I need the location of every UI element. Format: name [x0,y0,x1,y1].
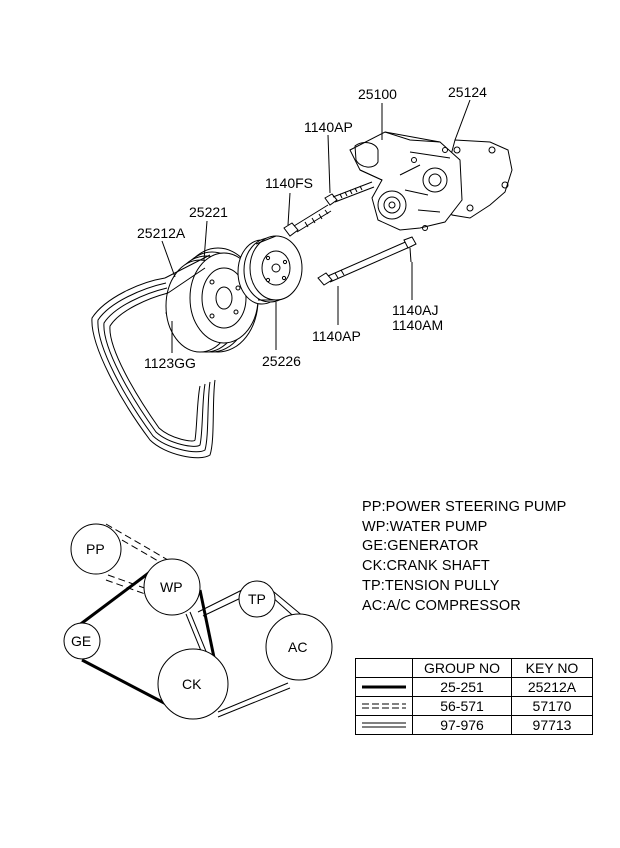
label-1140ap-bottom: 1140AP [312,328,361,344]
leader-lines [161,99,471,353]
belt-routing-schematic: PP WP GE TP AC CK [63,523,333,720]
pulley-label-ac: AC [288,639,307,655]
pulley-pp [70,523,122,575]
crank-pulley-25221 [165,247,259,353]
pulley-label-pp: PP [86,541,105,557]
legend-item: PP:POWER STEERING PUMP [362,499,567,515]
table-row: 97-976 97713 [355,715,593,735]
label-1123gg: 1123GG [144,355,196,371]
group-cell: 97-976 [412,715,512,735]
table-header-blank [355,658,413,678]
bolt-1140ap-top [324,181,375,206]
group-cell: 56-571 [412,696,512,716]
label-25124: 25124 [448,84,487,100]
pulley-ge [63,622,101,660]
pulley-ac [265,613,333,681]
legend-item: WP:WATER PUMP [362,518,488,535]
label-1140ap-top: 1140AP [304,119,353,135]
drive-belt-25212a [91,254,216,459]
label-1140aj: 1140AJ [392,302,438,318]
label-25212a: 25212A [137,225,186,241]
pulley-label-ge: GE [71,633,91,649]
pulley-wp [143,558,201,616]
abbreviation-legend: PP:POWER STEERING PUMP WP:WATER PUMP GE:… [362,498,566,616]
pulley-label-wp: WP [160,579,183,595]
water-pump-pulley-25226 [237,235,303,305]
label-1140am: 1140AM [392,317,443,333]
legend-item: CK:CRANK SHAFT [362,558,490,575]
label-1140fs: 1140FS [265,175,313,191]
pulley-label-ck: CK [182,676,202,692]
key-cell: 97713 [511,715,593,735]
key-cell: 25212A [511,677,593,697]
water-pump-assembly [349,131,513,231]
table-row: 56-571 57170 [355,696,593,716]
legend-item: GE:GENERATOR [362,538,479,555]
pulley-tp [238,580,276,618]
label-25221: 25221 [189,204,228,220]
legend-item: TP:TENSION PULLY [362,577,500,594]
belt-key-table: GROUP NO KEY NO 25-251 25212A 56-571 571… [355,658,593,735]
label-25226: 25226 [262,353,301,369]
label-25100: 25100 [358,86,397,102]
table-header-group: GROUP NO [412,658,512,678]
line-swatch-dashed [355,696,413,716]
legend-item: AC:A/C COMPRESSOR [362,597,521,614]
group-cell: 25-251 [412,677,512,697]
bolt-1140aj [403,236,417,263]
pulley-label-tp: TP [248,591,266,607]
bolt-1140fs [283,204,332,237]
part-labels: 25100 25124 1140AP 1140FS 25221 25212A 1… [137,84,487,371]
line-swatch-solid [355,677,413,697]
bolt-1140ap-bottom [317,239,413,286]
line-swatch-double [355,715,413,735]
key-cell: 57170 [511,696,593,716]
table-header-row: GROUP NO KEY NO [355,658,593,678]
pulley-ck [157,648,229,720]
table-header-key: KEY NO [511,658,593,678]
table-row: 25-251 25212A [355,677,593,697]
